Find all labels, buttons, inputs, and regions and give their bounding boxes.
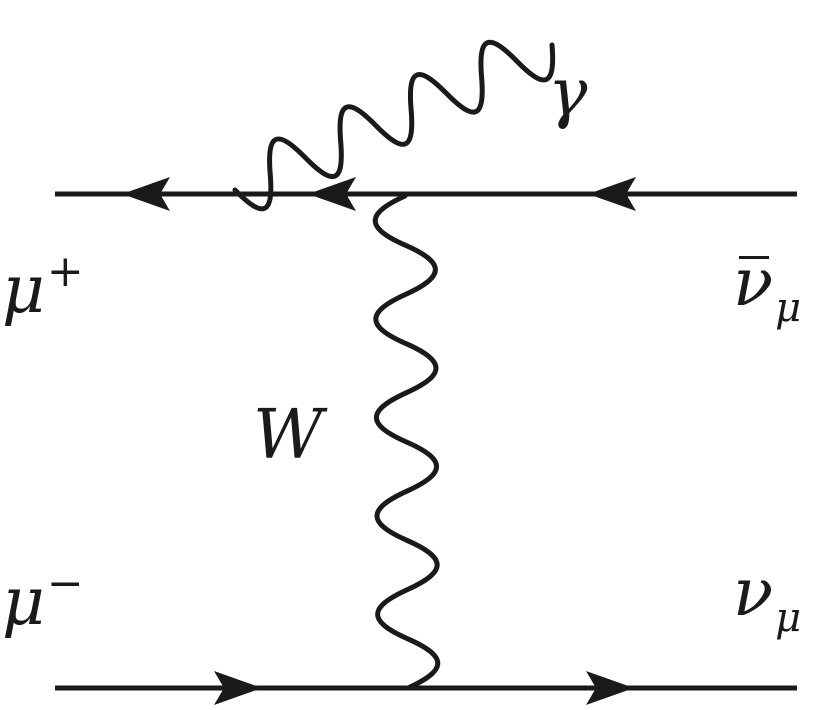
label-nu-mu: νμ	[733, 560, 802, 641]
nu-subscript: μ	[775, 595, 802, 641]
label-w-boson: W	[253, 396, 323, 475]
mu-minus-symbol: μ	[2, 563, 45, 640]
mu-plus-superscript: +	[46, 246, 84, 297]
bottom-left-arrow	[214, 671, 262, 705]
mu-plus-symbol: μ	[2, 251, 45, 328]
top-right-arrow	[588, 177, 636, 211]
photon-propagator	[232, 39, 556, 212]
label-mu-minus: μ−	[2, 562, 84, 635]
top-left-arrow	[122, 177, 170, 211]
mu-minus-superscript: −	[46, 558, 84, 609]
nu-symbol: ν	[733, 554, 774, 631]
label-anti-nu-mu: νμ	[733, 244, 802, 331]
top-middle-arrow	[308, 177, 356, 211]
label-mu-plus: μ+	[2, 250, 84, 323]
w-boson-propagator	[372, 193, 441, 691]
anti-nu-subscript: μ	[775, 285, 802, 331]
bottom-right-arrow	[586, 671, 634, 705]
anti-nu-symbol: ν	[733, 244, 774, 321]
label-photon: γ	[548, 54, 588, 131]
